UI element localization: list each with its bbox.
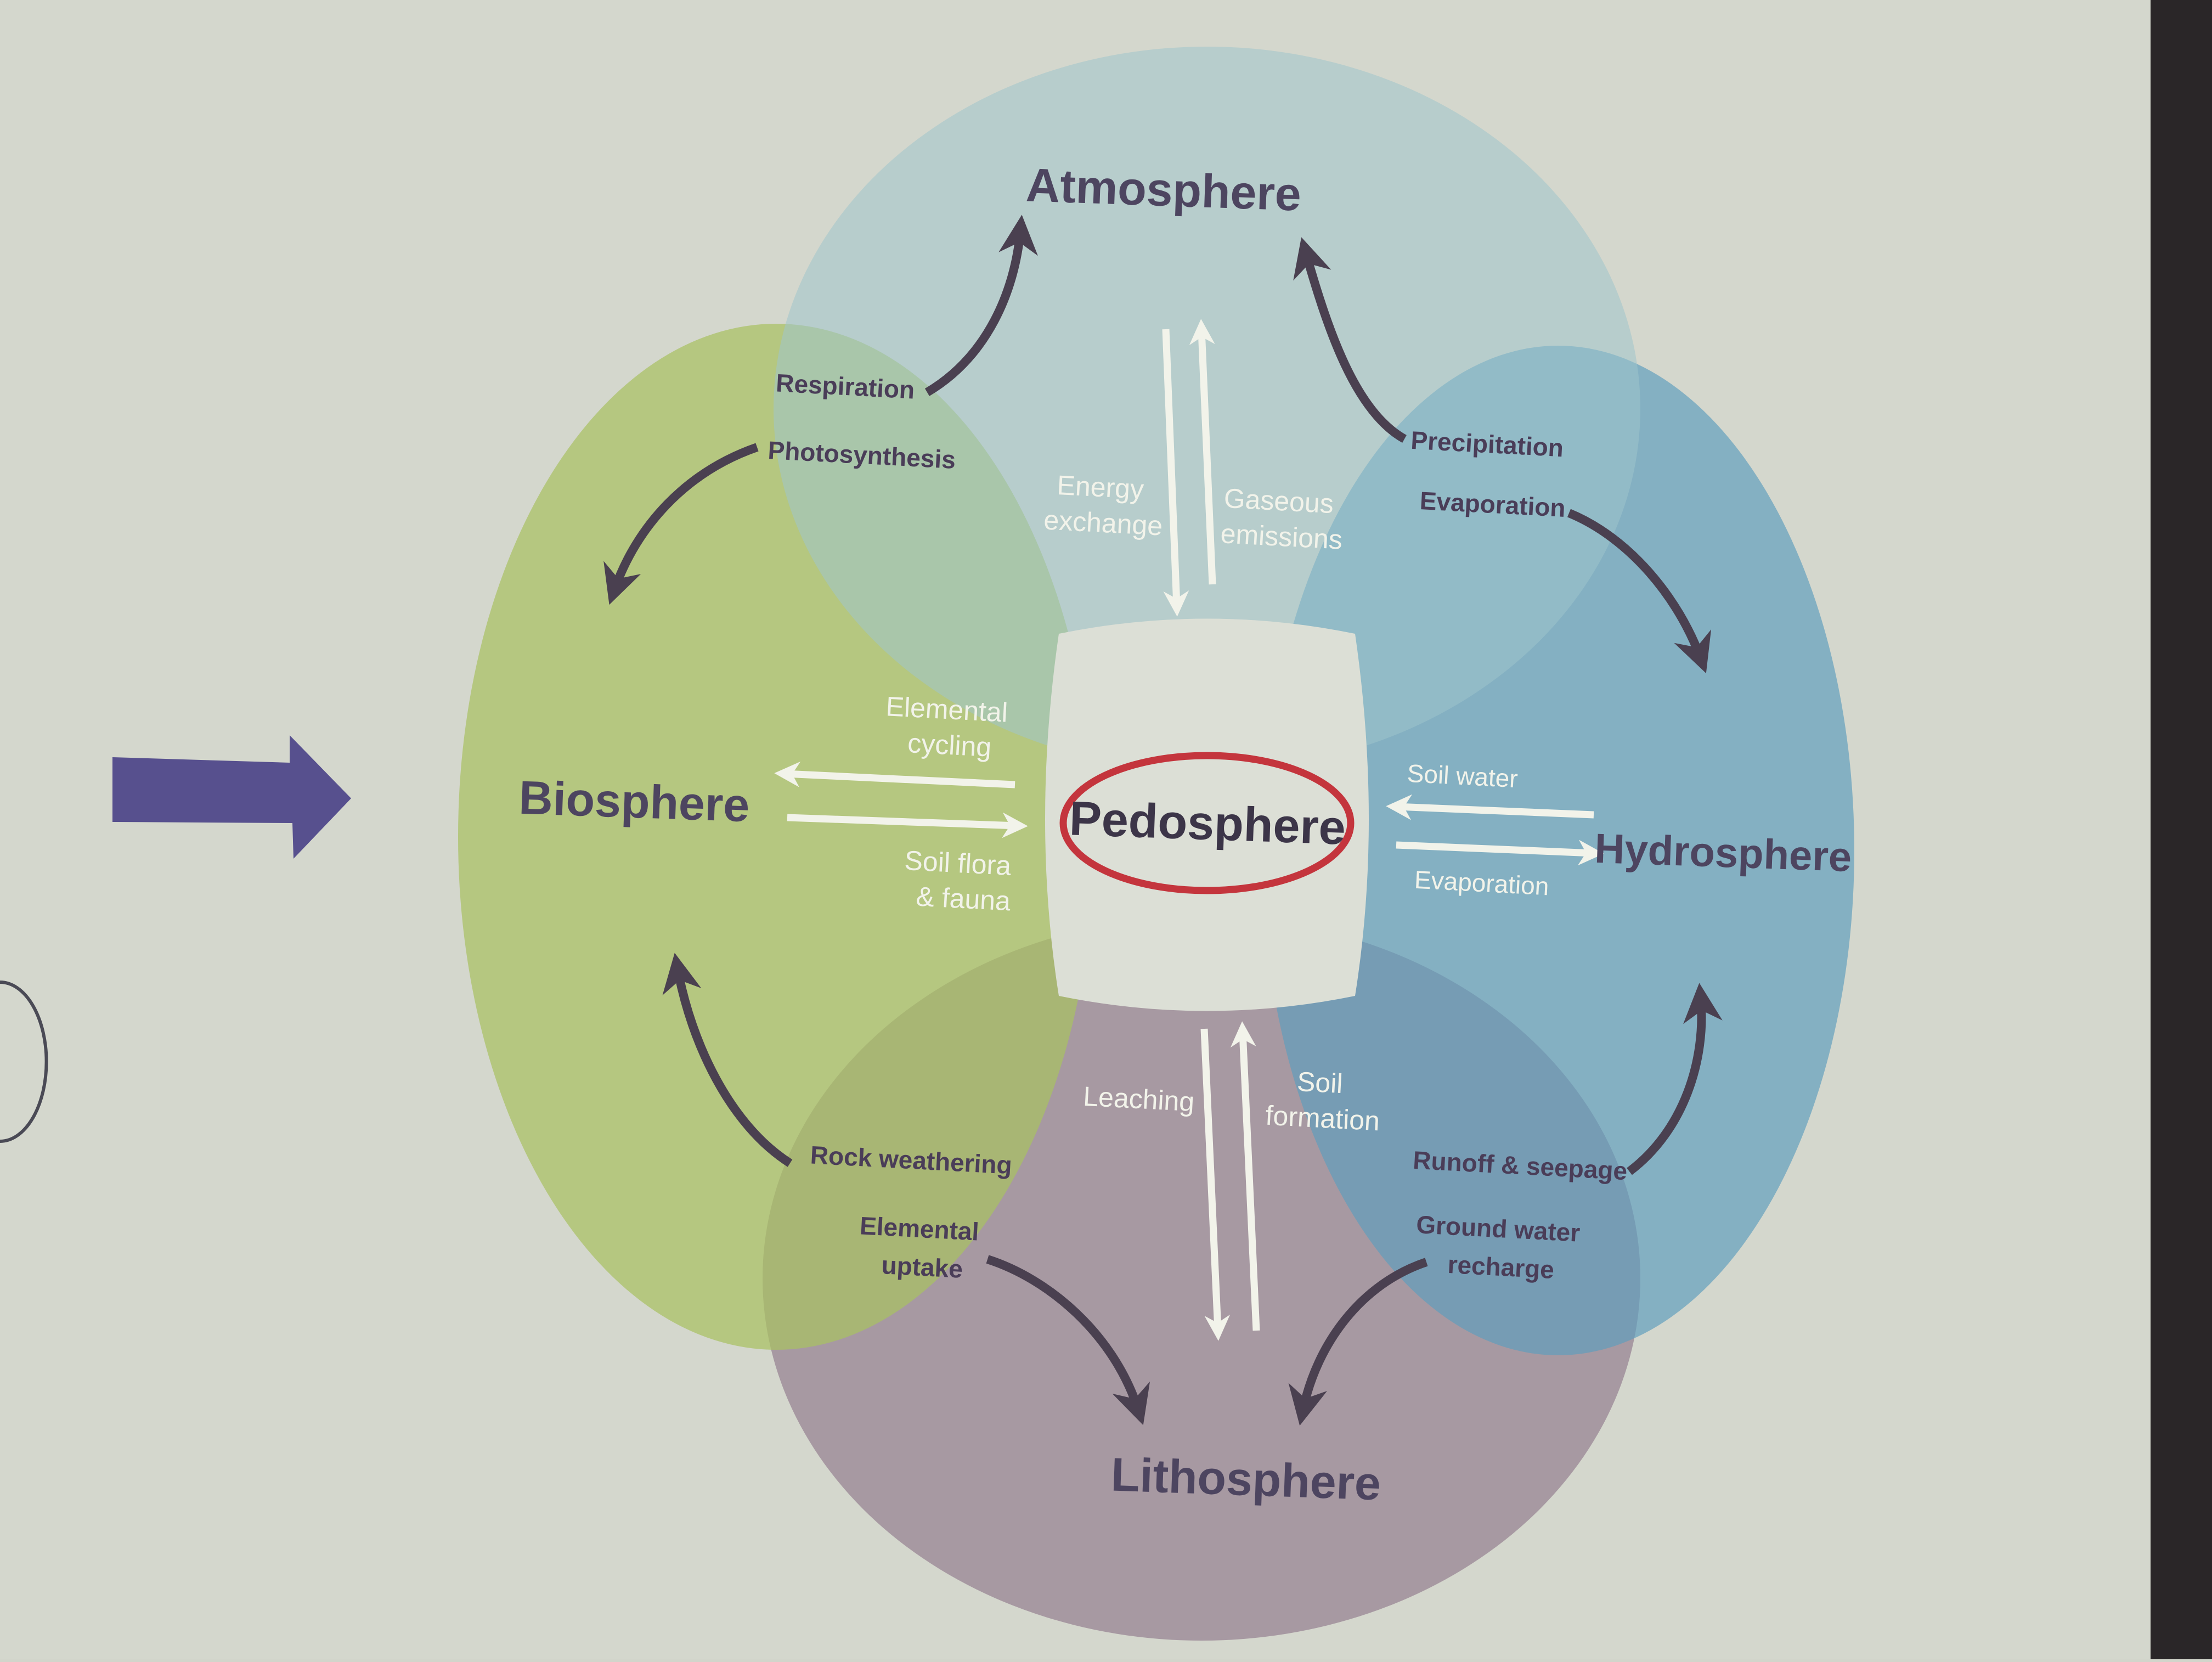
soil-water-arrow (1386, 794, 1594, 820)
soil-flora-fauna-label-line1: Soil flora (904, 845, 1012, 881)
pedosphere-ring (1059, 752, 1355, 894)
evaporation-hydro-label: Evaporation (1414, 865, 1550, 901)
hydrosphere-label: Hydrosphere (1594, 825, 1852, 881)
biosphere-label: Biosphere (518, 771, 751, 832)
atmosphere-label: Atmosphere (1025, 159, 1302, 221)
runoff-seepage-arrow (1627, 983, 1723, 1175)
elemental-cycling-label-line1: Elemental (885, 691, 1008, 728)
energy-exchange-label-line1: Energy (1056, 470, 1144, 505)
pedosphere-label: Pedosphere (1069, 791, 1347, 855)
pedosphere-core (1045, 618, 1369, 1011)
leaching-label: Leaching (1082, 1081, 1195, 1118)
elemental-uptake-label-line1: Elemental (859, 1211, 980, 1246)
soil-formation-label-line1: Soil (1296, 1066, 1344, 1099)
respiration-arrow (924, 215, 1038, 396)
pointer-arrow-icon (112, 735, 351, 859)
ground-water-recharge-arrow (1288, 1258, 1428, 1426)
partial-circle-outline (0, 981, 48, 1143)
elemental-uptake-label-line2: uptake (881, 1250, 963, 1283)
evaporation-arrow (1567, 509, 1712, 674)
gaseous-emissions-label-line2: emissions (1220, 518, 1343, 555)
gaseous-emissions-arrow (1189, 319, 1216, 585)
elemental-cycling-label-line2: cycling (907, 728, 992, 763)
elemental-cycling-arrow (774, 761, 1015, 788)
rock-weathering-arrow (662, 953, 793, 1167)
soil-formation-arrow (1230, 1021, 1260, 1331)
soil-water-label: Soil water (1407, 759, 1519, 793)
gaseous-emissions-label-line1: Gaseous (1223, 483, 1334, 519)
soil-flora-fauna-arrow (787, 812, 1028, 838)
energy-exchange-arrow (1162, 329, 1189, 617)
ground-water-recharge-label-line2: recharge (1447, 1250, 1555, 1284)
soil-formation-label-line2: formation (1265, 1100, 1380, 1137)
leaching-arrow (1200, 1028, 1231, 1341)
energy-exchange-label-line2: exchange (1043, 504, 1163, 541)
precipitation-arrow (1293, 237, 1407, 443)
hydro-evaporation-arrow (1396, 840, 1604, 866)
screen-edge (2151, 0, 2212, 1659)
soil-flora-fauna-label-line2: & fauna (915, 881, 1011, 917)
lithosphere-label: Lithosphere (1110, 1448, 1381, 1510)
elemental-uptake-arrow (986, 1255, 1150, 1426)
photosynthesis-arrow (603, 443, 759, 605)
